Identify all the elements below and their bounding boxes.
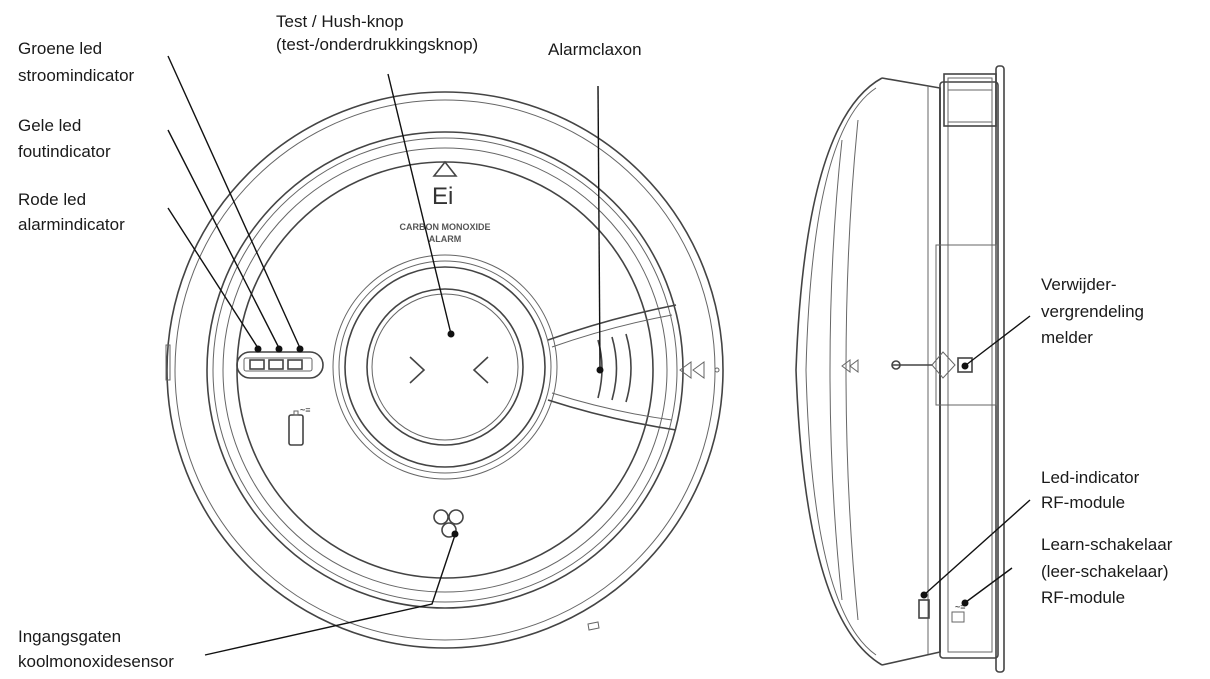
sensor-holes-icon (433, 509, 464, 538)
alarm-horn (547, 304, 677, 431)
led-window (236, 351, 324, 379)
label-green-led: Groene led stroomindicator (18, 39, 135, 85)
label-release-lock: Verwijder- vergrendeling melder (1041, 275, 1149, 347)
front-view: ~≡ Ei CARBON MONOXIDE ALARM (165, 91, 724, 649)
label-learn-switch: Learn-schakelaar (leer-schakelaar) RF-mo… (1041, 535, 1177, 607)
test-hush-button[interactable] (332, 254, 558, 480)
label-red-led: Rode led alarmindicator (18, 190, 125, 234)
battery-icon: ~≡ (288, 405, 311, 446)
brand-line-1: CARBON MONOXIDE (399, 222, 490, 232)
label-sensor-holes: Ingangsgaten koolmonoxidesensor (18, 627, 174, 671)
svg-text:~≡: ~≡ (300, 405, 311, 415)
side-view: ~≡ (795, 65, 1005, 673)
label-rf-led: Led-indicator RF-module (1041, 468, 1144, 512)
labels: Groene led stroomindicator Gele led fout… (18, 12, 1177, 671)
label-horn: Alarmclaxon (548, 40, 642, 59)
leader-lines (167, 55, 1031, 656)
brand-line-2: ALARM (429, 234, 462, 244)
rf-module-mark: ~≡ (955, 602, 966, 612)
logo-text: Ei (432, 183, 453, 210)
label-test-button: Test / Hush-knop (test-/onderdrukkingskn… (276, 12, 478, 54)
arrow-marks-icon (679, 361, 720, 379)
ei-logo: Ei CARBON MONOXIDE ALARM (399, 160, 491, 244)
label-yellow-led: Gele led foutindicator (18, 116, 111, 161)
